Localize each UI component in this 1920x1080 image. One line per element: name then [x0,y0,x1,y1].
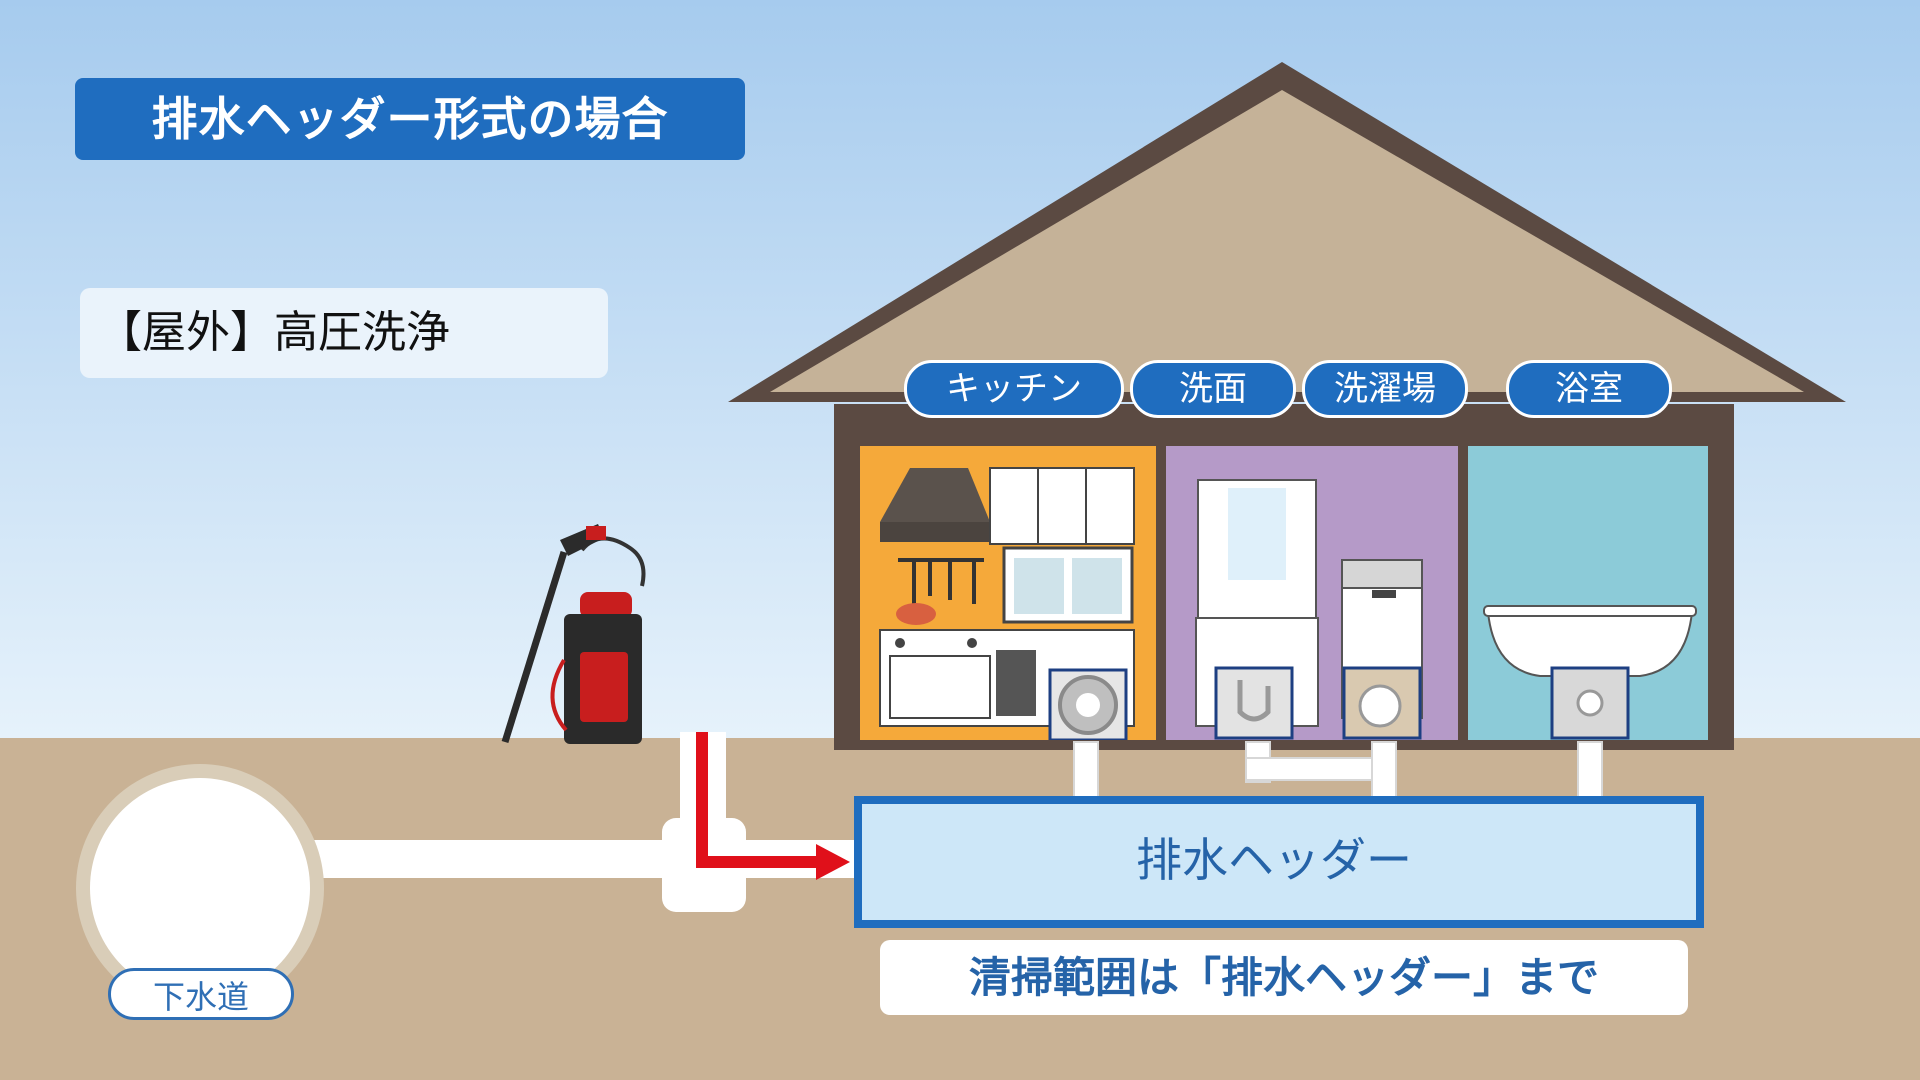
high-pressure-washer [501,524,646,744]
drain-header-label: 排水ヘッダー [1136,833,1412,887]
drain-photo-laundry [1342,666,1422,740]
page-title: 排水ヘッダー形式の場合 [75,78,745,160]
house-foundation [834,740,1734,750]
room-label-washroom: 洗面 [1130,360,1296,418]
sewer-manhole [76,764,324,1012]
room-drain-pipes [1073,741,1603,801]
cleaning-method-label: 【屋外】高圧洗浄 [80,288,608,378]
room-label-kitchen: キッチン [904,360,1124,418]
room-label-laundry: 洗濯場 [1302,360,1468,418]
bathtub-illustration [1483,605,1697,677]
drain-photo-bath [1550,666,1630,740]
cleaning-flow-arrow [696,732,850,880]
sewer-label: 下水道 [108,968,294,1020]
drain-photo-washbasin [1214,666,1294,740]
house-roof [728,62,1846,402]
washroom-illustration [1195,479,1423,727]
drain-header-box [854,796,1704,928]
room-label-bath: 浴室 [1506,360,1672,418]
cleaning-scope-note: 清掃範囲は「排水ヘッダー」まで [880,940,1688,1015]
drain-photo-kitchen [1048,668,1128,742]
